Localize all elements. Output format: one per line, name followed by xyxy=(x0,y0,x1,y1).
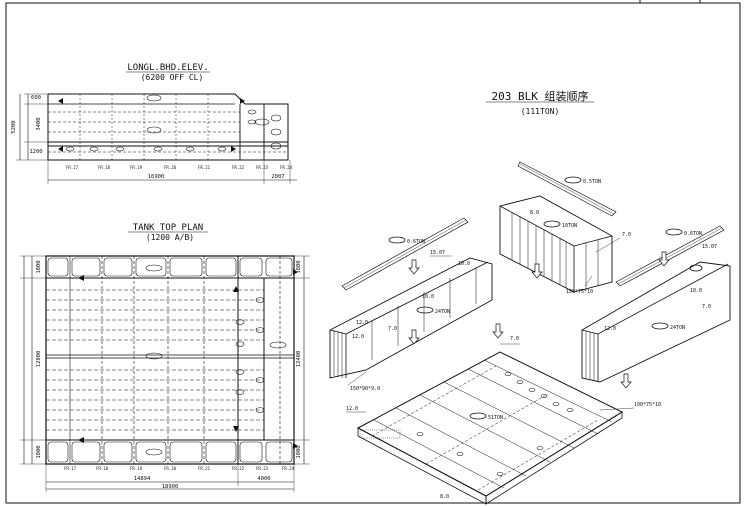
plan-frame-18: FR.18 xyxy=(96,466,109,471)
elev-frame-23: FR.23 xyxy=(256,165,269,170)
assembly-title: 203 BLK 组装顺序 xyxy=(492,89,589,103)
top-label-8: 8.0 xyxy=(530,210,539,216)
plan-dim-right-1800-top: 1800 xyxy=(296,260,302,273)
elevation-title: LONGL.BHD.ELEV. xyxy=(127,63,208,73)
right-label-10: 10.0 xyxy=(690,288,702,294)
left-angle-bar: 0.6TON xyxy=(341,217,469,291)
elev-frame-21: FR.21 xyxy=(198,165,211,170)
left-label-7: 7.0 xyxy=(388,326,397,332)
elev-frame-17: FR.17 xyxy=(66,165,79,170)
plan-dim-18900: 18900 xyxy=(162,484,179,490)
weight-24ton-right: 24TON xyxy=(670,325,685,331)
weight-0-6ton-left: 0.6TON xyxy=(407,239,425,245)
assembly-view: 203 BLK 组装顺序 (111TON) 0.5TON xyxy=(329,89,731,505)
plan-frame-20: FR.20 xyxy=(164,466,177,471)
plan-frame-17: FR.17 xyxy=(64,466,77,471)
left-label-10: 10.0 xyxy=(458,261,470,267)
bottom-profile: 100*75*10 xyxy=(634,402,661,408)
elevation-dim-3400: 3400 xyxy=(36,117,42,130)
elevation-view: LONGL.BHD.ELEV. (6200 OFF CL) xyxy=(11,63,297,184)
elev-frame-22: FR.22 xyxy=(232,165,245,170)
top-angle-bar: 0.5TON xyxy=(517,161,617,217)
bottom-label-12: 12.0 xyxy=(346,406,358,412)
left-label-12: 12.0 xyxy=(356,320,368,326)
plan-subtitle: (1200 A/B) xyxy=(146,233,194,242)
left-block: 24TON 15.07 10.0 10.0 12.0 7.0 12.0 150*… xyxy=(329,250,493,392)
weight-24ton-left: 24TON xyxy=(435,309,450,315)
elevation-dim-5200: 5200 xyxy=(11,120,17,133)
weight-10ton: 10TON xyxy=(562,223,577,229)
plan-dim-right-1800-bottom: 1800 xyxy=(296,445,302,458)
bottom-label-8: 8.0 xyxy=(440,494,449,500)
right-label-1507: 15.07 xyxy=(702,244,717,250)
plan-dim-4006: 4006 xyxy=(257,476,270,482)
elev-frame-19: FR.19 xyxy=(130,165,143,170)
left-profile: 150*90*9.0 xyxy=(350,386,380,392)
plan-frame-19: FR.19 xyxy=(130,466,143,471)
plan-dim-14894: 14894 xyxy=(134,476,151,482)
top-profile: 100*75*10 xyxy=(566,289,593,295)
right-label-7: 7.0 xyxy=(702,304,711,310)
weight-0-5ton: 0.5TON xyxy=(583,179,601,185)
plan-dim-left-12800: 12800 xyxy=(36,351,42,368)
right-label-12: 12.0 xyxy=(604,326,616,332)
plan-frame-23: FR.23 xyxy=(256,466,269,471)
weight-51ton: 51TON xyxy=(488,415,503,421)
elev-frame-20: FR.20 xyxy=(164,165,177,170)
plan-frame-22: FR.22 xyxy=(232,466,245,471)
weight-0-6ton-right: 0.6TON xyxy=(684,231,702,237)
elev-frame-18: FR.18 xyxy=(98,165,111,170)
right-block: 24TON 15.07 10.0 7.0 12.0 xyxy=(581,244,731,383)
plan-dim-left-1800-bottom: 1800 xyxy=(36,445,42,458)
elevation-dim-1200: 1200 xyxy=(29,149,42,155)
elevation-dim-16900: 16900 xyxy=(148,174,165,180)
elevation-dim-2007: 2007 xyxy=(271,174,284,180)
left-label-10b: 10.0 xyxy=(422,294,434,300)
top-label-7: 7.0 xyxy=(622,232,631,238)
elev-frame-24: FR.24 xyxy=(280,165,293,170)
elevation-subtitle: (6200 OFF CL) xyxy=(141,73,204,82)
plan-title: TANK TOP PLAN xyxy=(133,223,203,233)
assembly-subtitle: (111TON) xyxy=(521,107,560,116)
top-box-block: 10TON 8.0 7.0 100*75*10 xyxy=(499,195,631,295)
plan-frame-21: FR.21 xyxy=(198,466,211,471)
right-angle-bar: 0.6TON xyxy=(615,225,725,287)
left-label-1507: 15.07 xyxy=(430,250,445,256)
left-label-12b: 12.0 xyxy=(352,334,364,340)
plan-frame-24: FR.24 xyxy=(282,466,295,471)
assembly-arrows xyxy=(408,251,670,389)
bottom-block: 51TON 7.0 12.0 100*75*10 8.0 xyxy=(346,336,661,505)
sheet-border xyxy=(5,2,741,504)
plan-view: TANK TOP PLAN (1200 A/B) xyxy=(20,223,310,492)
plan-dim-right-12400: 12400 xyxy=(296,351,302,368)
elevation-dim-600: 600 xyxy=(31,95,41,101)
bottom-label-7: 7.0 xyxy=(510,336,519,342)
plan-dim-left-1800-top: 1800 xyxy=(36,260,42,273)
